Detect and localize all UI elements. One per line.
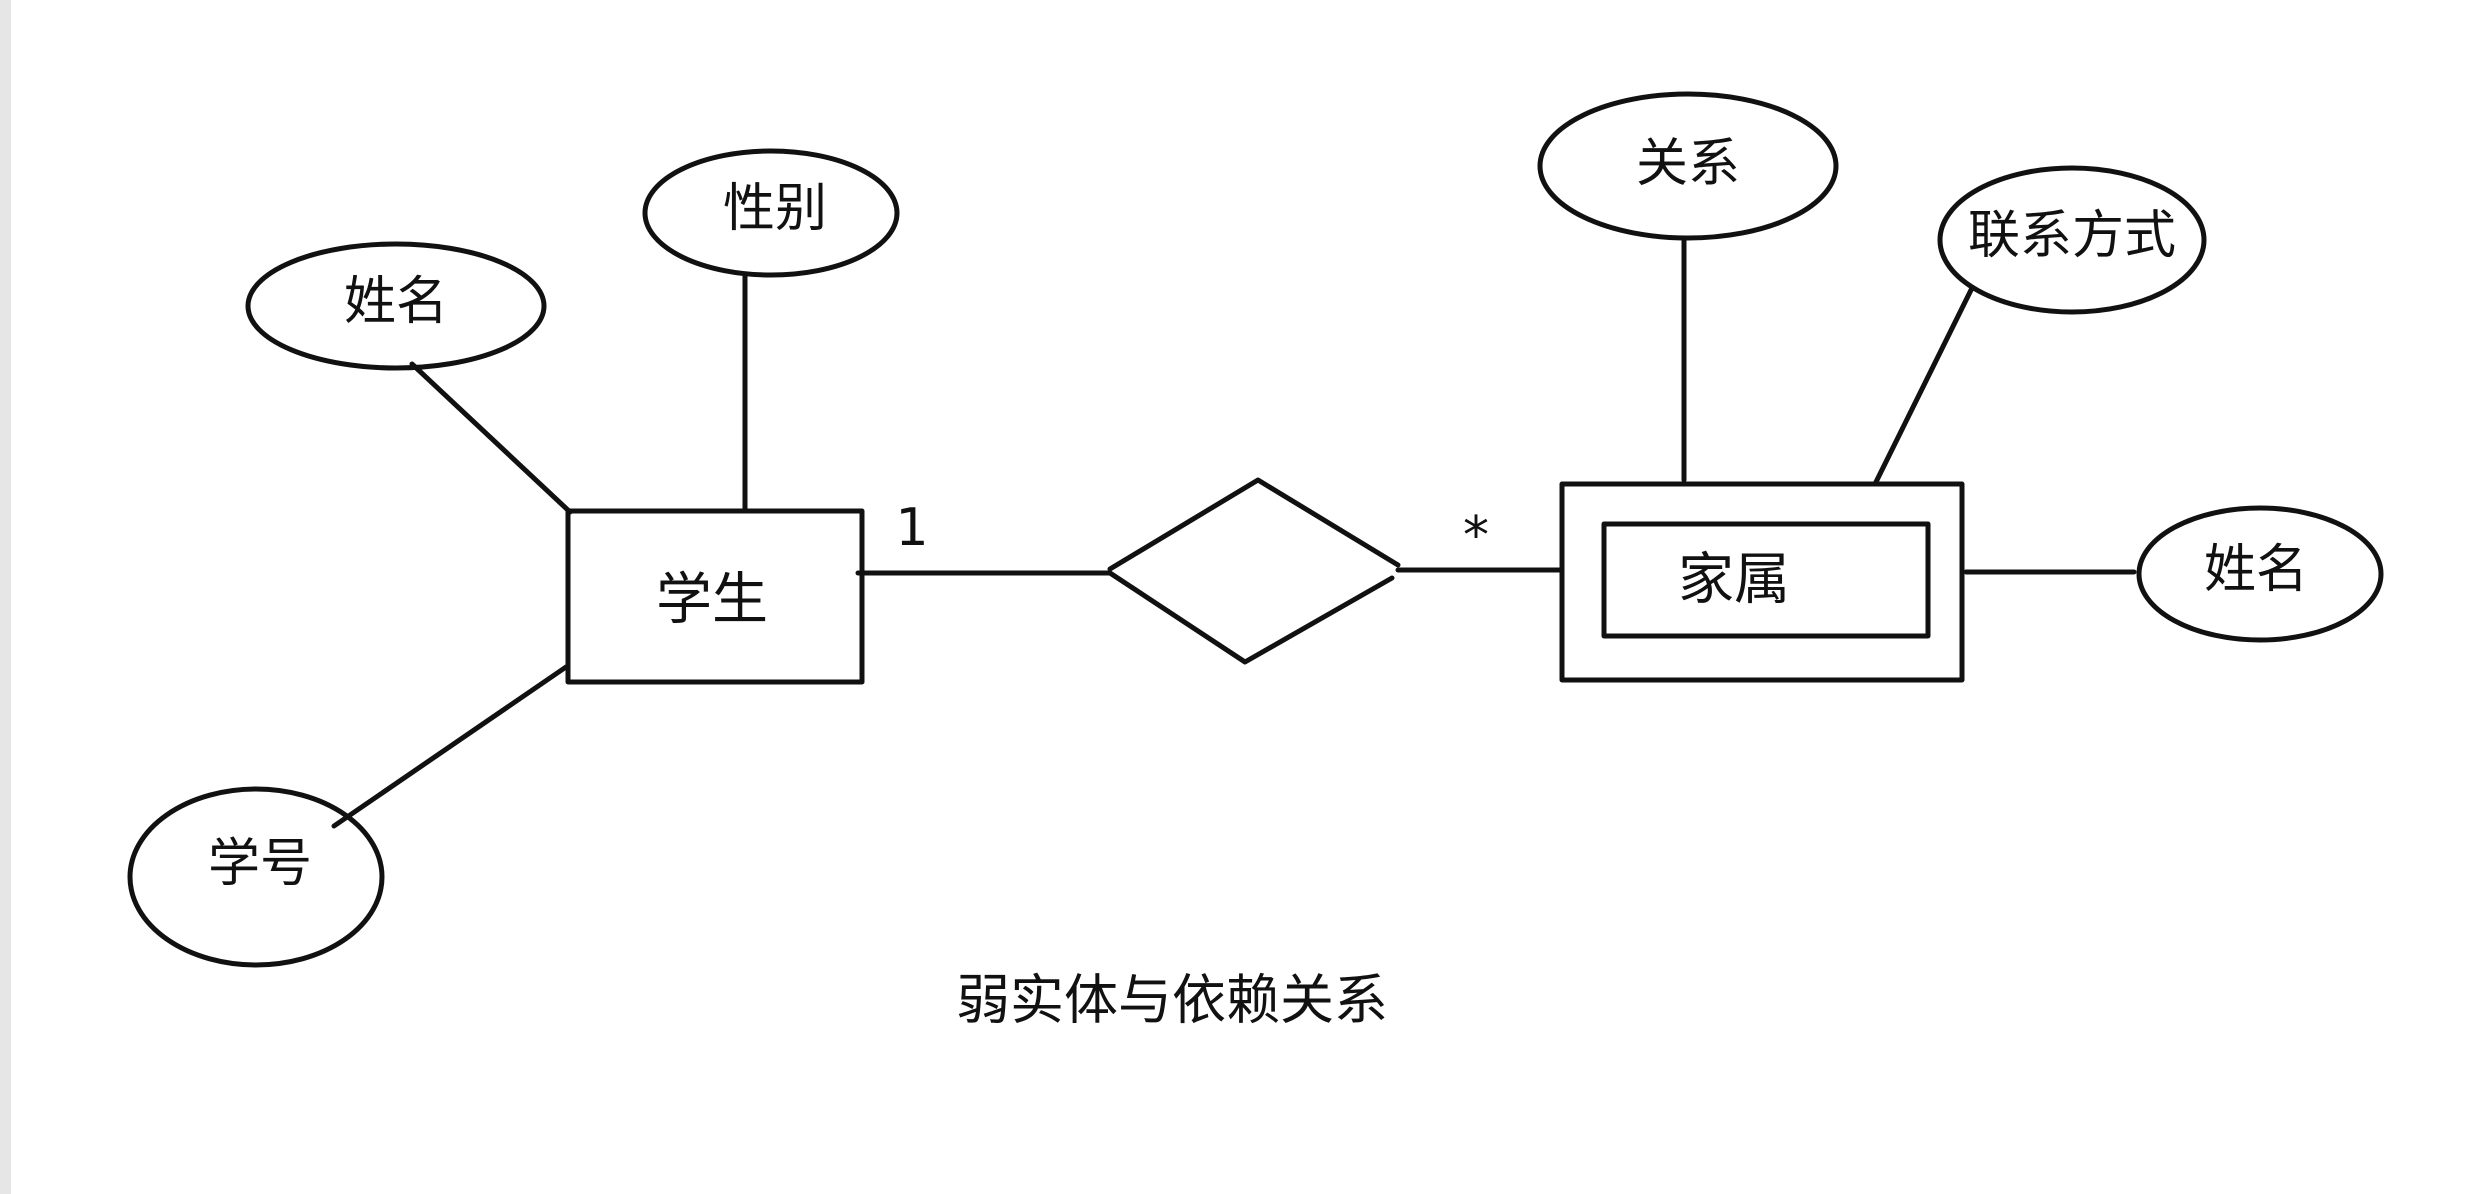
relationship-diamond-top: [1107, 477, 1401, 572]
relationship-diamond-bottom: [1107, 570, 1395, 665]
connector-student-name: [409, 361, 573, 515]
attribute-student-name: [245, 241, 547, 371]
attribute-dependent-name: [2136, 505, 2384, 643]
attribute-student-id-label: 学号: [208, 834, 312, 894]
attribute-student-gender: [642, 148, 900, 278]
attribute-student-gender-label: 性别: [723, 179, 827, 239]
cardinality-dependent-side: *: [1463, 506, 1489, 566]
attribute-student-id: [127, 786, 385, 968]
attribute-dependent-contact: [1937, 165, 2207, 315]
student-entity-label: 学生: [656, 568, 768, 633]
connector-dependent-contact: [1873, 285, 1975, 485]
attribute-dependent-relation: [1537, 91, 1839, 241]
dependent-entity-label: 家属: [1678, 548, 1790, 613]
attribute-dependent-name-label: 姓名: [2204, 540, 2308, 600]
left-edge-bar: [0, 0, 11, 1194]
attribute-dependent-contact-label: 联系方式: [1968, 206, 2176, 266]
student-entity-box: [565, 508, 865, 685]
dependent-entity-inner-box: [1601, 521, 1931, 639]
attribute-student-name-label: 姓名: [344, 272, 448, 332]
cardinality-student-side: 1: [895, 498, 928, 558]
connector-student-id: [331, 664, 569, 829]
attribute-dependent-relation-label: 关系: [1636, 134, 1740, 194]
dependent-entity-outer-box: [1559, 481, 1965, 683]
diagram-caption: 弱实体与依赖关系: [956, 969, 1388, 1032]
